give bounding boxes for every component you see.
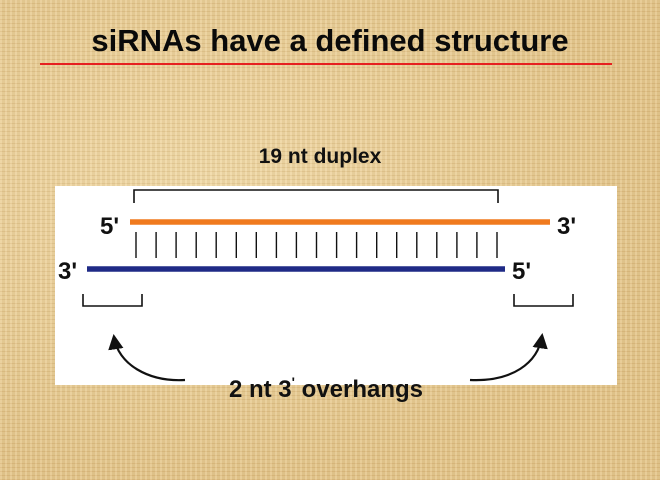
duplex-bracket bbox=[133, 189, 499, 203]
slide-title: siRNAs have a defined structure bbox=[91, 23, 569, 58]
right-overhang-arrow bbox=[469, 332, 548, 382]
antisense-5prime-label: 5' bbox=[512, 258, 531, 285]
title-underline bbox=[40, 63, 612, 65]
left-overhang-bracket bbox=[82, 294, 143, 307]
sense-5prime-label: 5' bbox=[100, 213, 119, 240]
overhang-label: 2 nt 3' overhangs bbox=[229, 374, 423, 403]
overhang-label-superscript: ' bbox=[292, 374, 295, 390]
right-overhang-bracket bbox=[513, 294, 574, 307]
overhang-label-prefix: 2 nt 3 bbox=[229, 376, 292, 403]
sense-3prime-label: 3' bbox=[557, 213, 576, 240]
overhang-label-suffix: overhangs bbox=[295, 376, 423, 403]
left-overhang-arrow bbox=[108, 333, 186, 382]
duplex-label: 19 nt duplex bbox=[259, 145, 382, 168]
base-pairs bbox=[135, 232, 498, 258]
antisense-3prime-label: 3' bbox=[58, 258, 77, 285]
diagram-panel bbox=[55, 186, 617, 385]
